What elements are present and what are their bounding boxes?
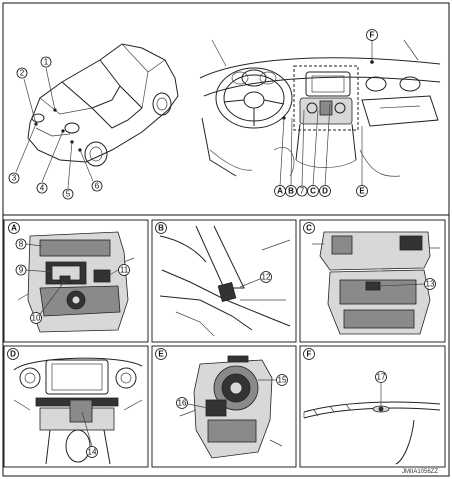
ref-f: F — [366, 29, 378, 41]
panel-e-leaders — [187, 379, 276, 409]
svg-text:12: 12 — [262, 273, 271, 282]
svg-text:C: C — [310, 187, 316, 196]
svg-text:1: 1 — [44, 58, 49, 67]
panel-d-ref: D — [7, 348, 19, 360]
callout-2: 2 — [16, 67, 28, 79]
headlamp-right — [64, 122, 80, 134]
svg-text:4: 4 — [40, 184, 45, 193]
steering-wheel — [215, 67, 293, 129]
panel-d-screen — [45, 359, 109, 395]
svg-text:B: B — [288, 187, 294, 196]
panel-b-ref: B — [155, 222, 167, 234]
panel-d-module — [69, 399, 93, 423]
panel-a-leaders — [25, 243, 119, 315]
svg-text:A: A — [277, 187, 283, 196]
callout-10: 10 — [30, 312, 42, 324]
car-leader-lines — [15, 67, 94, 189]
ref-e: E — [356, 185, 368, 197]
svg-text:11: 11 — [120, 266, 129, 275]
callout-1: 1 — [40, 56, 52, 68]
svg-text:17: 17 — [377, 373, 386, 382]
svg-text:16: 16 — [178, 399, 187, 408]
callout-15: 15 — [276, 374, 288, 386]
display-screen — [305, 71, 351, 97]
dashboard-leader-lines — [279, 40, 373, 187]
panel-c-heater-unit — [312, 231, 440, 335]
callout-9: 9 — [15, 264, 27, 276]
panel-a-hvac-unit — [17, 231, 135, 333]
svg-text:15: 15 — [278, 376, 287, 385]
svg-text:F: F — [370, 31, 375, 40]
svg-text:7: 7 — [300, 187, 305, 196]
panel-d-center-console — [13, 357, 143, 465]
ref-b: B — [285, 185, 297, 197]
panel-c-ref: C — [303, 222, 315, 234]
detail-panel-grid — [3, 219, 446, 468]
callout-16: 16 — [176, 397, 188, 409]
svg-text:14: 14 — [88, 448, 97, 457]
svg-text:D: D — [322, 187, 328, 196]
svg-text:D: D — [10, 350, 16, 359]
ref-a: A — [274, 185, 286, 197]
callout-6: 6 — [91, 180, 103, 192]
headlamp-left — [31, 113, 45, 123]
callout-3: 3 — [8, 172, 20, 184]
callout-17: 17 — [375, 371, 387, 383]
figure-code: JMIIA1056ZZ — [402, 469, 438, 475]
svg-text:10: 10 — [32, 314, 41, 323]
panel-e-ref: E — [155, 348, 167, 360]
svg-text:F: F — [307, 350, 312, 359]
callout-5: 5 — [62, 188, 74, 200]
panel-f-ref: F — [303, 348, 315, 360]
callout-14: 14 — [86, 446, 98, 458]
panel-b-leaders — [239, 278, 261, 288]
svg-text:8: 8 — [19, 240, 24, 249]
callout-4: 4 — [36, 182, 48, 194]
callout-13: 13 — [424, 278, 436, 290]
front-wheel — [84, 141, 108, 167]
glove-box — [361, 95, 439, 127]
dashboard-illustration — [199, 39, 441, 177]
svg-text:5: 5 — [66, 190, 71, 199]
panel-a-ref: A — [8, 222, 20, 234]
svg-text:13: 13 — [426, 280, 435, 289]
panel-f-dash-top — [303, 401, 441, 465]
svg-text:B: B — [158, 224, 164, 233]
rear-wheel — [152, 92, 172, 116]
ref-c: C — [307, 185, 319, 197]
svg-text:2: 2 — [20, 69, 25, 78]
panel-d-leaders — [81, 411, 93, 447]
svg-text:6: 6 — [95, 182, 100, 191]
ref-d: D — [319, 185, 331, 197]
svg-text:3: 3 — [12, 174, 17, 183]
panel-b-duct-area — [159, 225, 291, 337]
callout-7: 7 — [296, 185, 308, 197]
callout-12: 12 — [260, 271, 272, 283]
svg-text:9: 9 — [19, 266, 24, 275]
panel-c-leaders — [379, 283, 425, 287]
callout-8: 8 — [15, 238, 27, 250]
svg-text:E: E — [158, 350, 164, 359]
svg-text:A: A — [11, 224, 17, 233]
callout-11: 11 — [118, 264, 130, 276]
panel-e-blower-unit — [179, 355, 283, 459]
svg-text:C: C — [306, 224, 312, 233]
svg-text:E: E — [359, 187, 365, 196]
